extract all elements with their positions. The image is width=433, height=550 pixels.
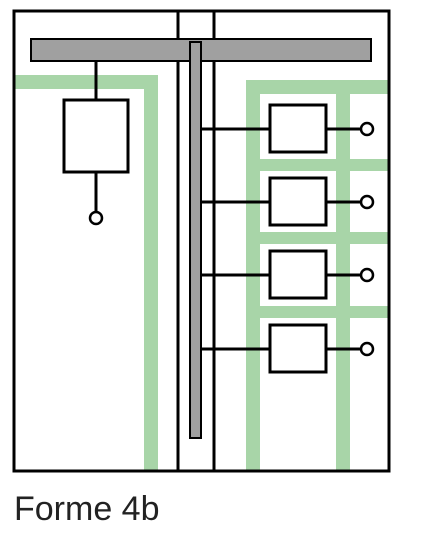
- left-zone-top: [14, 75, 158, 89]
- left-device-box: [62, 98, 130, 174]
- right-device-4-box: [268, 323, 328, 374]
- vertical-busbar: [189, 41, 202, 439]
- right-zone-top: [246, 80, 388, 94]
- right-zone-row2: [246, 232, 388, 244]
- right-device-1-box: [268, 103, 328, 154]
- right-devices: [201, 103, 375, 374]
- switchboard-diagram: [12, 9, 391, 473]
- right-device-4: [201, 323, 375, 374]
- right-device-1: [201, 103, 375, 154]
- right-zone-row1: [246, 159, 388, 171]
- figure-caption: Forme 4b: [14, 490, 160, 528]
- right-device-2-box: [268, 176, 328, 227]
- right-device-1-terminal: [359, 121, 375, 137]
- right-zone-row3: [246, 306, 388, 318]
- left-device: [62, 61, 130, 226]
- right-device-4-terminal: [359, 341, 375, 357]
- right-device-3-terminal: [359, 267, 375, 283]
- right-device-2-terminal: [359, 194, 375, 210]
- left-device-terminal: [88, 210, 104, 226]
- right-device-3-box: [268, 249, 328, 300]
- outer-frame: [12, 9, 391, 473]
- left-zone-side: [144, 75, 158, 471]
- right-device-2: [201, 176, 375, 227]
- right-device-3: [201, 249, 375, 300]
